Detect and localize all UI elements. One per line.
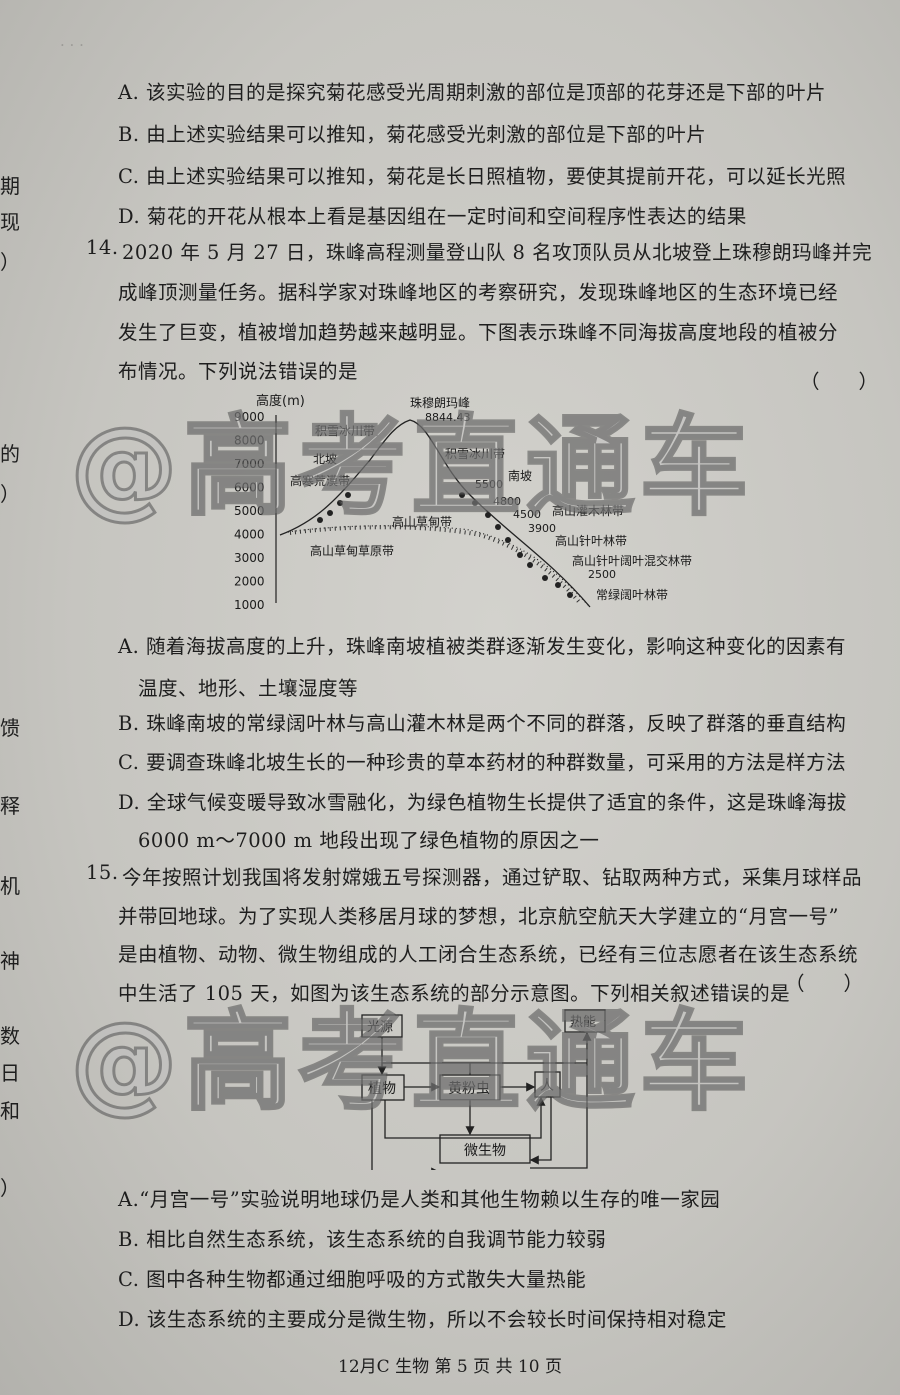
elev-5500: 5500 — [475, 478, 503, 491]
elev-3900: 3900 — [528, 522, 556, 535]
y-tick-label: 4000 — [234, 528, 265, 542]
margin-char: 馈 — [0, 716, 20, 740]
meadow-label: 高山草甸带 — [392, 514, 452, 529]
node-insect: 黄粉虫 — [448, 1080, 490, 1097]
elev-4500: 4500 — [513, 508, 541, 521]
q14-option-b: B. 珠峰南坡的常绿阔叶林与高山灌木林是两个不同的群落，反映了群落的垂直结构 — [118, 712, 847, 735]
node-human: 人 — [540, 1078, 554, 1094]
watermark: @高考直通车 — [68, 404, 755, 532]
q14-option-a: A. 随着海拔高度的上升，珠峰南坡植被类群逐渐发生变化，影响这种变化的因素有 — [118, 635, 846, 658]
y-tick-label: 1000 — [234, 598, 265, 610]
q13-option-d: D. 菊花的开花从根本上看是基因组在一定时间和空间程序性表达的结果 — [118, 205, 747, 228]
steppe-label: 高山草甸草原带 — [310, 543, 394, 558]
q15-option-b: B. 相比自然生态系统，该生态系统的自我调节能力较弱 — [118, 1228, 607, 1251]
ground-line — [287, 525, 591, 608]
q13-option-b: B. 由上述实验结果可以推知，菊花感受光刺激的部位是下部的叶片 — [118, 123, 707, 146]
margin-char: 期 — [0, 174, 20, 198]
q15-option-d: D. 该生态系统的主要成分是微生物，所以不会较长时间保持相对稳定 — [118, 1308, 727, 1331]
margin-char: 释 — [0, 794, 20, 818]
margin-char: 日 — [0, 1061, 20, 1085]
y-tick-label: 3000 — [234, 551, 265, 565]
margin-char: 数 — [0, 1024, 20, 1048]
ecosystem-diagram: 光源 热能 植物 黄粉虫 人 微生物 — [361, 1009, 606, 1170]
q15-option-a: A.“月宫一号”实验说明地球仍是人类和其他生物赖以生存的唯一家园 — [118, 1188, 721, 1211]
q15-answer-paren: （ ） — [785, 972, 864, 995]
peak-height: 8844.43 — [425, 411, 471, 424]
bleed-through-text: · · · — [60, 36, 84, 54]
q15-stem-2: 并带回地球。为了实现人类移居月球的梦想，北京航空航天大学建立的“月宫一号” — [118, 905, 839, 928]
y-tick-label: 5000 — [234, 504, 265, 518]
node-microbe: 微生物 — [464, 1143, 506, 1159]
q15-number: 15. — [86, 861, 119, 884]
margin-char: 的 — [0, 442, 20, 466]
north-snow-label: 积雪冰川带 — [315, 424, 375, 438]
q14-number: 14. — [86, 236, 119, 259]
q14-option-a-cont: 温度、地形、土壤湿度等 — [138, 677, 359, 700]
margin-char: 神 — [0, 949, 20, 973]
y-tick-label: 2000 — [234, 575, 265, 589]
y-tick-label: 8000 — [234, 434, 265, 448]
margin-char: 现 — [0, 210, 20, 234]
margin-char: ） — [0, 250, 20, 274]
y-axis-ticks: 9000 8000 7000 6000 5000 4000 3000 2000 1000 — [234, 410, 265, 610]
hatch — [289, 525, 582, 605]
conifer-label: 高山针叶林带 — [555, 533, 627, 548]
south-slope-label: 南坡 — [508, 468, 532, 483]
everest-vegetation-figure: 高度(m) 9000 8000 7000 6000 5000 4000 3000 2000 10… — [234, 393, 692, 610]
watermark: @高考直通车 — [68, 999, 755, 1127]
q13-option-a: A. 该实验的目的是探究菊花感受光周期刺激的部位是顶部的花芽还是下部的叶片 — [118, 81, 826, 104]
south-snow-label: 积雪冰川带 — [445, 447, 505, 461]
page-footer: 12月C 生物 第 5 页 共 10 页 — [338, 1357, 562, 1377]
node-heat: 热能 — [570, 1015, 596, 1030]
q14-option-c: C. 要调查珠峰北坡生长的一种珍贵的草本药材的种群数量，可采用的方法是样方法 — [118, 751, 847, 774]
q14-answer-paren: （ ） — [800, 370, 879, 393]
elev-2500: 2500 — [588, 568, 616, 581]
evergreen-label: 常绿阔叶林带 — [596, 587, 668, 602]
q14-stem-3: 发生了巨变，植被增加趋势越来越明显。下图表示珠峰不同海拔高度地段的植被分 — [118, 321, 839, 344]
y-tick-label: 6000 — [234, 481, 265, 495]
mountain-profile — [279, 419, 591, 608]
tree-symbols — [317, 492, 573, 598]
q14-stem-1: 2020 年 5 月 27 日，珠峰高程测量登山队 8 名攻顶队员从北坡登上珠穆… — [122, 241, 873, 264]
shrub-label: 高山灌木林带 — [552, 503, 624, 518]
elev-4800: 4800 — [493, 495, 521, 508]
node-plant: 植物 — [368, 1081, 396, 1097]
node-light: 光源 — [367, 1020, 393, 1035]
q15-stem-4: 中生活了 105 天，如图为该生态系统的部分示意图。下列相关叙述错误的是 — [118, 982, 791, 1005]
q15-stem-3: 是由植物、动物、微生物组成的人工闭合生态系统，已经有三位志愿者在该生态系统 — [118, 943, 859, 966]
q14-stem-2: 成峰顶测量任务。据科学家对珠峰地区的考察研究，发现珠峰地区的生态环境已经 — [118, 281, 839, 304]
margin-char: 和 — [0, 1099, 20, 1123]
margin-char: 机 — [0, 874, 20, 898]
north-slope-label: 北坡 — [313, 452, 337, 466]
margin-char: ） — [0, 482, 20, 506]
q13-option-c: C. 由上述实验结果可以推知，菊花是长日照植物，要使其提前开花，可以延长光照 — [118, 165, 847, 188]
q14-option-d-cont: 6000 m～7000 m 地段出现了绿色植物的原因之一 — [138, 829, 600, 852]
peak-label: 珠穆朗玛峰 — [410, 395, 470, 410]
y-tick-label: 9000 — [234, 410, 265, 424]
north-desert-label: 高寒荒漠带 — [290, 473, 350, 488]
q15-option-c: C. 图中各种生物都通过细胞呼吸的方式散失大量热能 — [118, 1268, 587, 1291]
mixed-label: 高山针叶阔叶混交林带 — [572, 553, 692, 568]
q15-stem-1: 今年按照计划我国将发射嫦娥五号探测器，通过铲取、钻取两种方式，采集月球样品 — [122, 866, 863, 889]
y-tick-label: 7000 — [234, 457, 265, 471]
margin-char: ） — [0, 1176, 20, 1200]
q14-option-d: D. 全球气候变暖导致冰雪融化，为绿色植物生长提供了适宜的条件，这是珠峰海拔 — [118, 791, 847, 814]
q14-stem-4: 布情况。下列说法错误的是 — [118, 360, 359, 383]
y-axis-label: 高度(m) — [256, 393, 305, 409]
